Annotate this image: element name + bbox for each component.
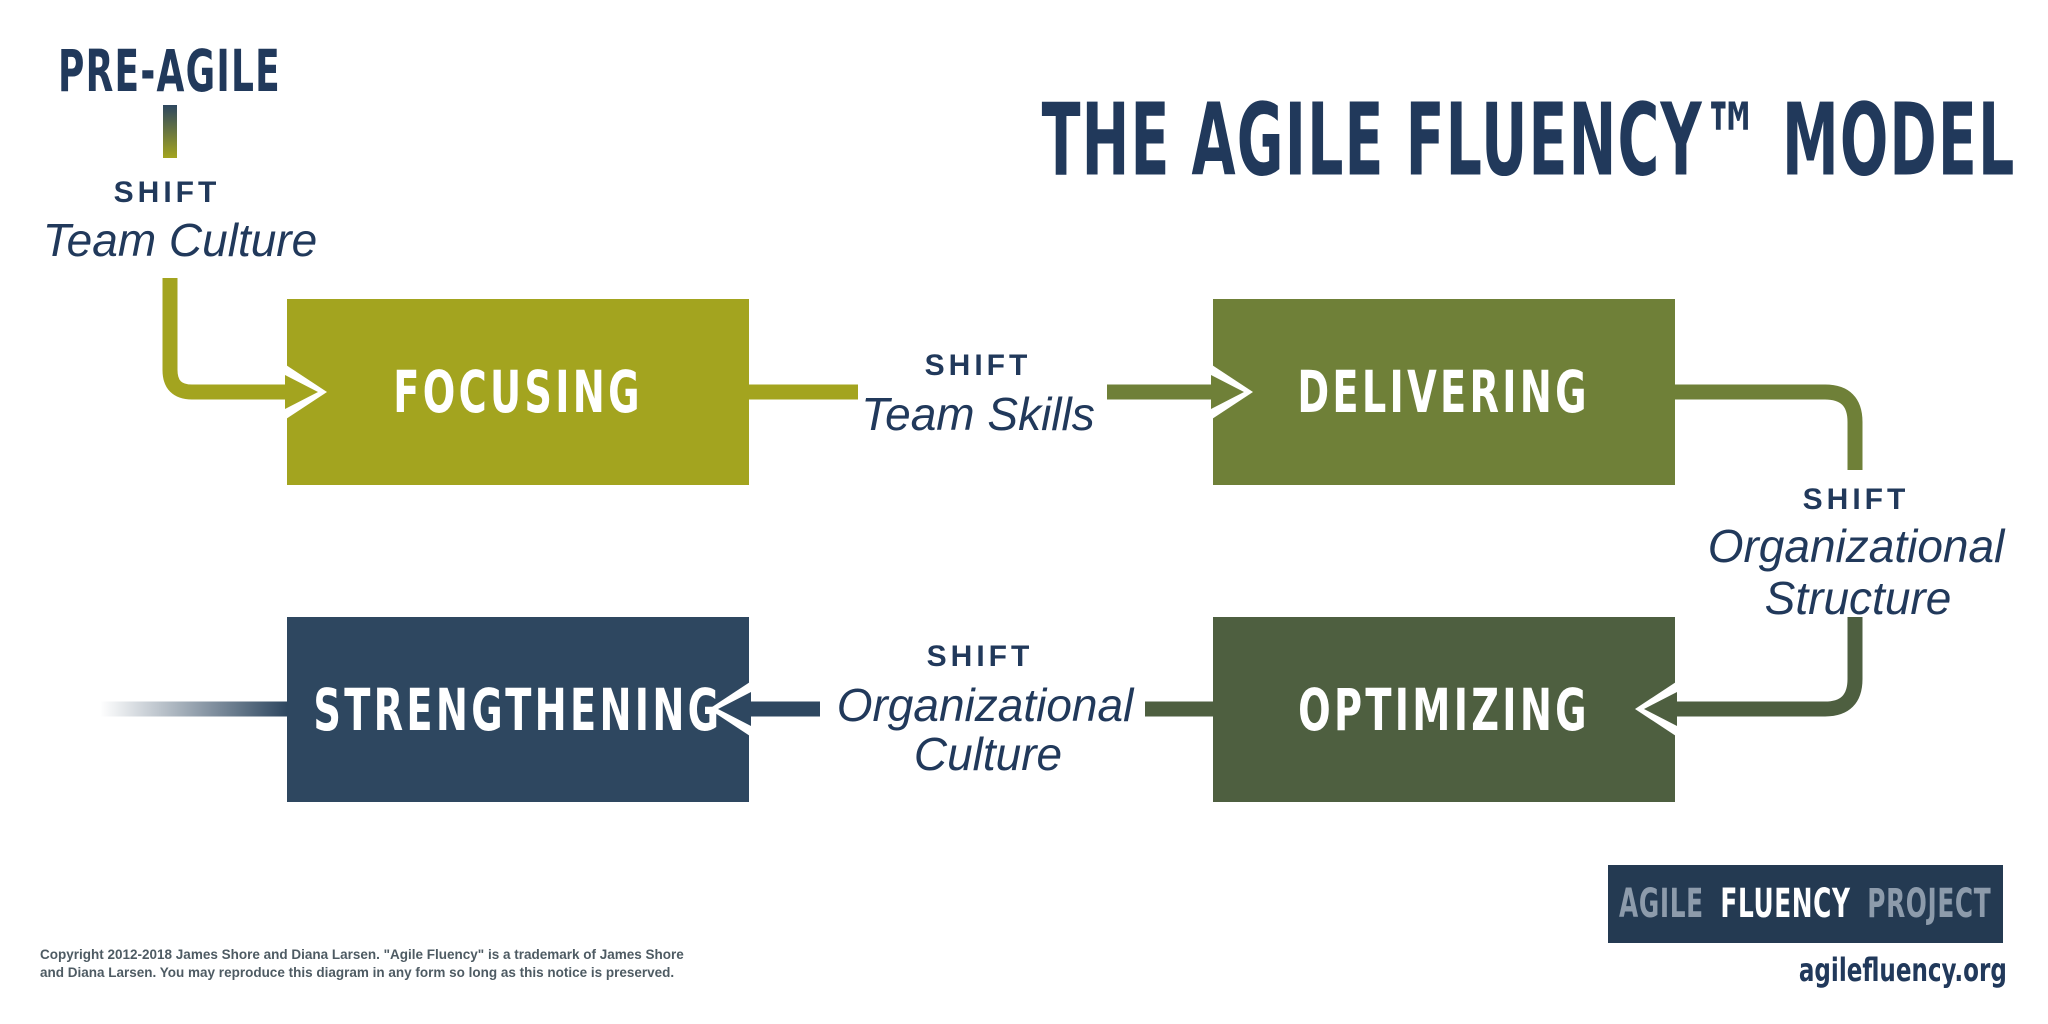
- diagram-title-text: THE AGILE FLUENCY™ MODEL: [1041, 81, 2015, 199]
- connector-delivering-down: [1675, 384, 1863, 470]
- copyright-notice: Copyright 2012-2018 James Shore and Dian…: [40, 946, 684, 982]
- diagram-title: THE AGILE FLUENCY™ MODEL: [307, 82, 2015, 199]
- badge-word-project: PROJECT: [1867, 881, 1992, 927]
- fading-continuation-line: [100, 701, 287, 717]
- zone-delivering-label: DELIVERING: [1297, 358, 1591, 426]
- connector-preagile-focusing: [162, 278, 285, 400]
- copyright-line-1: Copyright 2012-2018 James Shore and Dian…: [40, 947, 684, 962]
- pre-agile-text: PRE-AGILE: [58, 37, 281, 105]
- zone-strengthening-label: STRENGTHENING: [313, 675, 723, 744]
- zone-delivering: DELIVERING: [1213, 299, 1675, 485]
- shift-org-culture-line2: Culture: [913, 728, 1063, 780]
- connector-into-optimizing: [1677, 617, 1863, 717]
- shift-org-structure-line1: Organizational: [1707, 520, 2005, 572]
- zone-optimizing: OPTIMIZING: [1213, 617, 1675, 802]
- shift-team-skills-kicker: SHIFT: [924, 349, 1032, 382]
- shift-team-skills-label: Team Skills: [861, 388, 1095, 440]
- shift-org-structure-line2: Structure: [1764, 572, 1952, 624]
- badge-word-fluency: FLUENCY: [1720, 881, 1851, 927]
- zone-focusing-label: FOCUSING: [393, 358, 643, 426]
- shift-org-culture-line1: Organizational: [836, 679, 1134, 731]
- shift-team-culture-label: Team Culture: [42, 214, 318, 266]
- shift-org-culture-kicker: SHIFT: [926, 640, 1034, 673]
- website-text: agilefluency.org: [1799, 951, 2007, 989]
- zone-focusing: FOCUSING: [287, 299, 749, 485]
- zone-strengthening: STRENGTHENING: [287, 617, 749, 802]
- shift-team-culture-kicker: SHIFT: [113, 176, 221, 209]
- shift-org-structure-kicker: SHIFT: [1802, 483, 1910, 516]
- badge-word-agile: AGILE: [1619, 881, 1705, 927]
- pre-agile-gradient-tick: [163, 105, 177, 158]
- agile-fluency-project-badge: AGILE FLUENCY PROJECT: [1608, 865, 2003, 943]
- pre-agile-label: PRE-AGILE: [58, 37, 418, 105]
- badge-text: AGILE FLUENCY PROJECT: [1619, 881, 1991, 927]
- website-link: agilefluency.org: [1718, 951, 2007, 989]
- copyright-line-2: and Diana Larsen. You may reproduce this…: [40, 964, 675, 980]
- zone-optimizing-label: OPTIMIZING: [1298, 675, 1590, 744]
